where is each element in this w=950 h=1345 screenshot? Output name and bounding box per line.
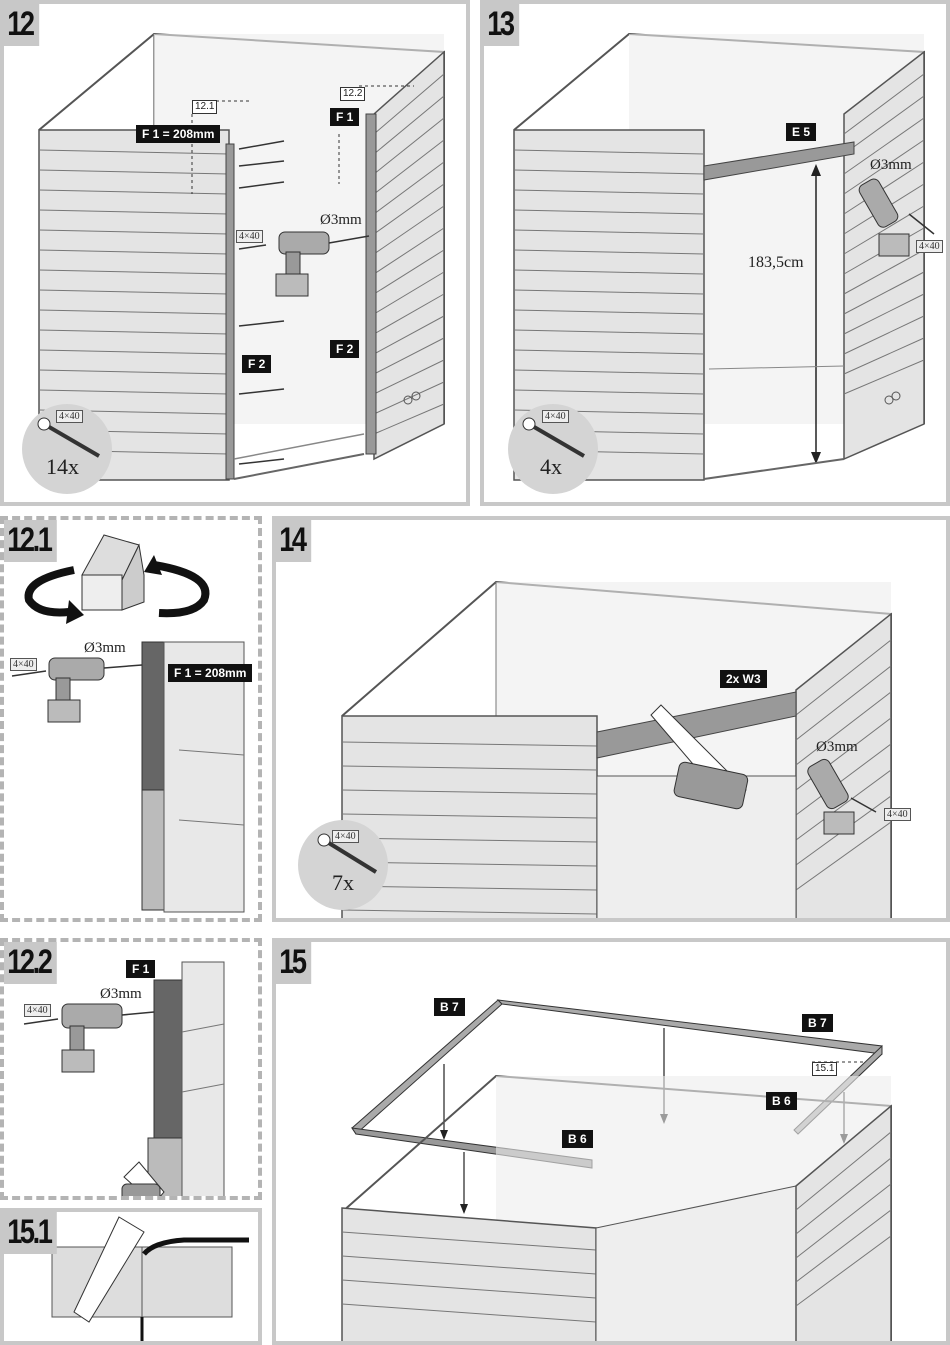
- screw-quantity: 14x: [46, 454, 79, 479]
- rotate-arrow-left-icon: [24, 566, 75, 617]
- step-number: 15.1: [4, 1212, 57, 1254]
- screw-size: 4×40: [916, 240, 943, 253]
- screw-size-circle: 4×40: [542, 410, 569, 423]
- height-dimension: 183,5cm: [748, 254, 804, 271]
- rotate-arrow-right-icon: [153, 561, 210, 618]
- pencil-icon: [142, 1237, 249, 1256]
- step-15-illustration: [341, 999, 892, 1341]
- step-15-1-illustration: [51, 1216, 249, 1341]
- saw-icon: [73, 1216, 145, 1323]
- step-number: 15: [276, 942, 312, 984]
- right-wall: [795, 1104, 892, 1341]
- screw-size: 4×40: [24, 1004, 51, 1017]
- step-12-1-illustration: [11, 534, 245, 913]
- saw-icon: [650, 704, 749, 810]
- step-15-1-panel: 15.1: [0, 1208, 262, 1345]
- screw-quantity: 4x: [540, 454, 562, 479]
- ref-15-1: 15.1: [812, 1062, 838, 1076]
- step-number: 12: [4, 4, 40, 46]
- step-number: 13: [484, 4, 520, 46]
- drill-size: Ø3mm: [320, 212, 362, 228]
- saw-icon: [121, 1161, 165, 1196]
- step-13-panel: 13 E 5 183,5cm Ø3mm 4×40 4×40 4x: [480, 0, 950, 506]
- step-12-1-panel: 12.1 Ø3mm 4×40 F 1 = 208mm: [0, 516, 262, 922]
- screw-icon: [522, 417, 586, 458]
- screw-quantity: 7x: [332, 870, 354, 895]
- drill-icon: [61, 1003, 155, 1073]
- step-15-panel: 15 B 7 B 7 B 6 B 6 15.1: [272, 938, 950, 1345]
- label-f1: F 1: [330, 108, 360, 126]
- screw-size-circle: 4×40: [56, 410, 83, 423]
- screw-size: 4×40: [10, 658, 37, 671]
- drill-icon: [275, 231, 370, 297]
- drill-icon: [858, 178, 935, 257]
- label-b7-left: B 7: [434, 998, 465, 1016]
- label-f1-208: F 1 = 208mm: [168, 664, 253, 682]
- screw-size: 4×40: [236, 230, 263, 243]
- step-14-illustration: [341, 580, 892, 918]
- drill-size: Ø3mm: [870, 157, 912, 173]
- right-wall: [373, 50, 445, 461]
- label-b6-right: B 6: [766, 1092, 797, 1110]
- drill-icon: [807, 758, 877, 835]
- step-12-2-illustration: [23, 961, 225, 1196]
- house-icon: [81, 534, 145, 611]
- ref-12-2: 12.2: [340, 87, 366, 101]
- left-wall: [341, 715, 598, 918]
- label-f2-right: F 2: [330, 340, 360, 358]
- drill-size: Ø3mm: [816, 739, 858, 755]
- drill-size: Ø3mm: [100, 986, 142, 1002]
- label-f2-left: F 2: [242, 355, 272, 373]
- step-12-illustration: [38, 32, 445, 481]
- label-b7-right: B 7: [802, 1014, 833, 1032]
- step-number: 12.1: [4, 520, 57, 562]
- step-12-2-panel: 12.2 F 1 Ø3mm 4×40: [0, 938, 262, 1200]
- step-number: 14: [276, 520, 312, 562]
- step-number: 12.2: [4, 942, 57, 984]
- step-12-panel: 12 F 1 = 208mm F 1 F 2 F 2 12.1 12.2 Ø3m…: [0, 0, 470, 506]
- label-f1: F 1: [126, 960, 156, 978]
- step-14-panel: 14 2x W3 Ø3mm 4×40 4×40 7x: [272, 516, 950, 922]
- label-w3: 2x W3: [720, 670, 767, 688]
- label-b6-left: B 6: [562, 1130, 593, 1148]
- screw-icon: [317, 833, 378, 874]
- screw-size-circle: 4×40: [332, 830, 359, 843]
- screw-size: 4×40: [884, 808, 911, 821]
- right-wall: [795, 612, 892, 918]
- label-e5: E 5: [786, 123, 817, 141]
- drill-size: Ø3mm: [84, 640, 126, 656]
- label-f1-208: F 1 = 208mm: [136, 125, 221, 143]
- ref-12-1: 12.1: [192, 100, 218, 114]
- left-wall: [341, 1207, 597, 1341]
- drill-icon: [47, 657, 143, 723]
- screw-icon: [37, 417, 101, 458]
